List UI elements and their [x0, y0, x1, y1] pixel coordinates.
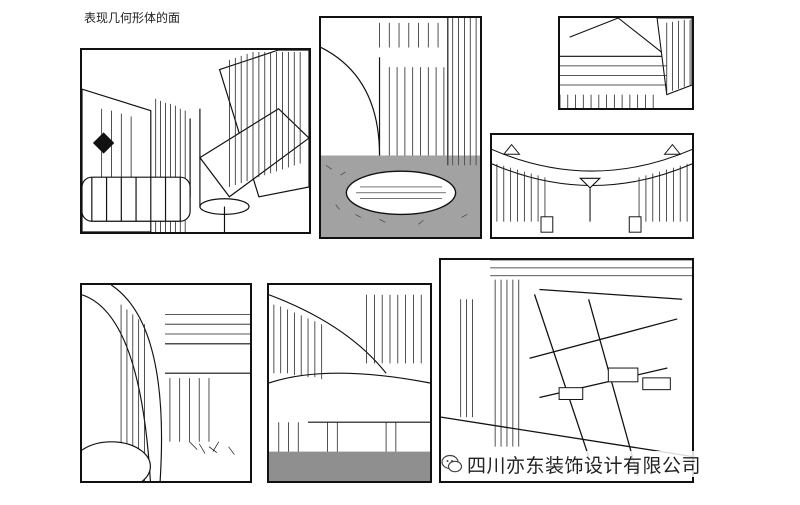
sketch-panel-curved-walls [80, 283, 252, 483]
angled-lounge-sketch [441, 260, 692, 477]
watermark-company-name: 四川亦东装饰设计有限公司 [467, 454, 702, 477]
wechat-bubble-icon [441, 454, 463, 473]
page-title: 表现几何形体的面 [84, 11, 181, 25]
sketch-panel-circular-void [319, 16, 482, 239]
sketch-panel-angled-lounge [439, 258, 694, 483]
arched-hall-sketch [492, 143, 692, 233]
curved-walls-sketch [82, 285, 250, 481]
stair-detail-sketch [560, 18, 692, 108]
living-room-sketch [82, 50, 309, 232]
sketch-panel-arched-hall [490, 133, 694, 239]
layered-ceiling-sketch [269, 294, 430, 481]
sketch-panel-layered-ceiling [267, 283, 432, 483]
watermark: 四川亦东装饰设计有限公司 [441, 451, 702, 477]
sketch-panel-living-room [80, 48, 311, 234]
sketch-panel-stair-detail [558, 16, 694, 110]
circular-void-sketch [321, 18, 480, 237]
